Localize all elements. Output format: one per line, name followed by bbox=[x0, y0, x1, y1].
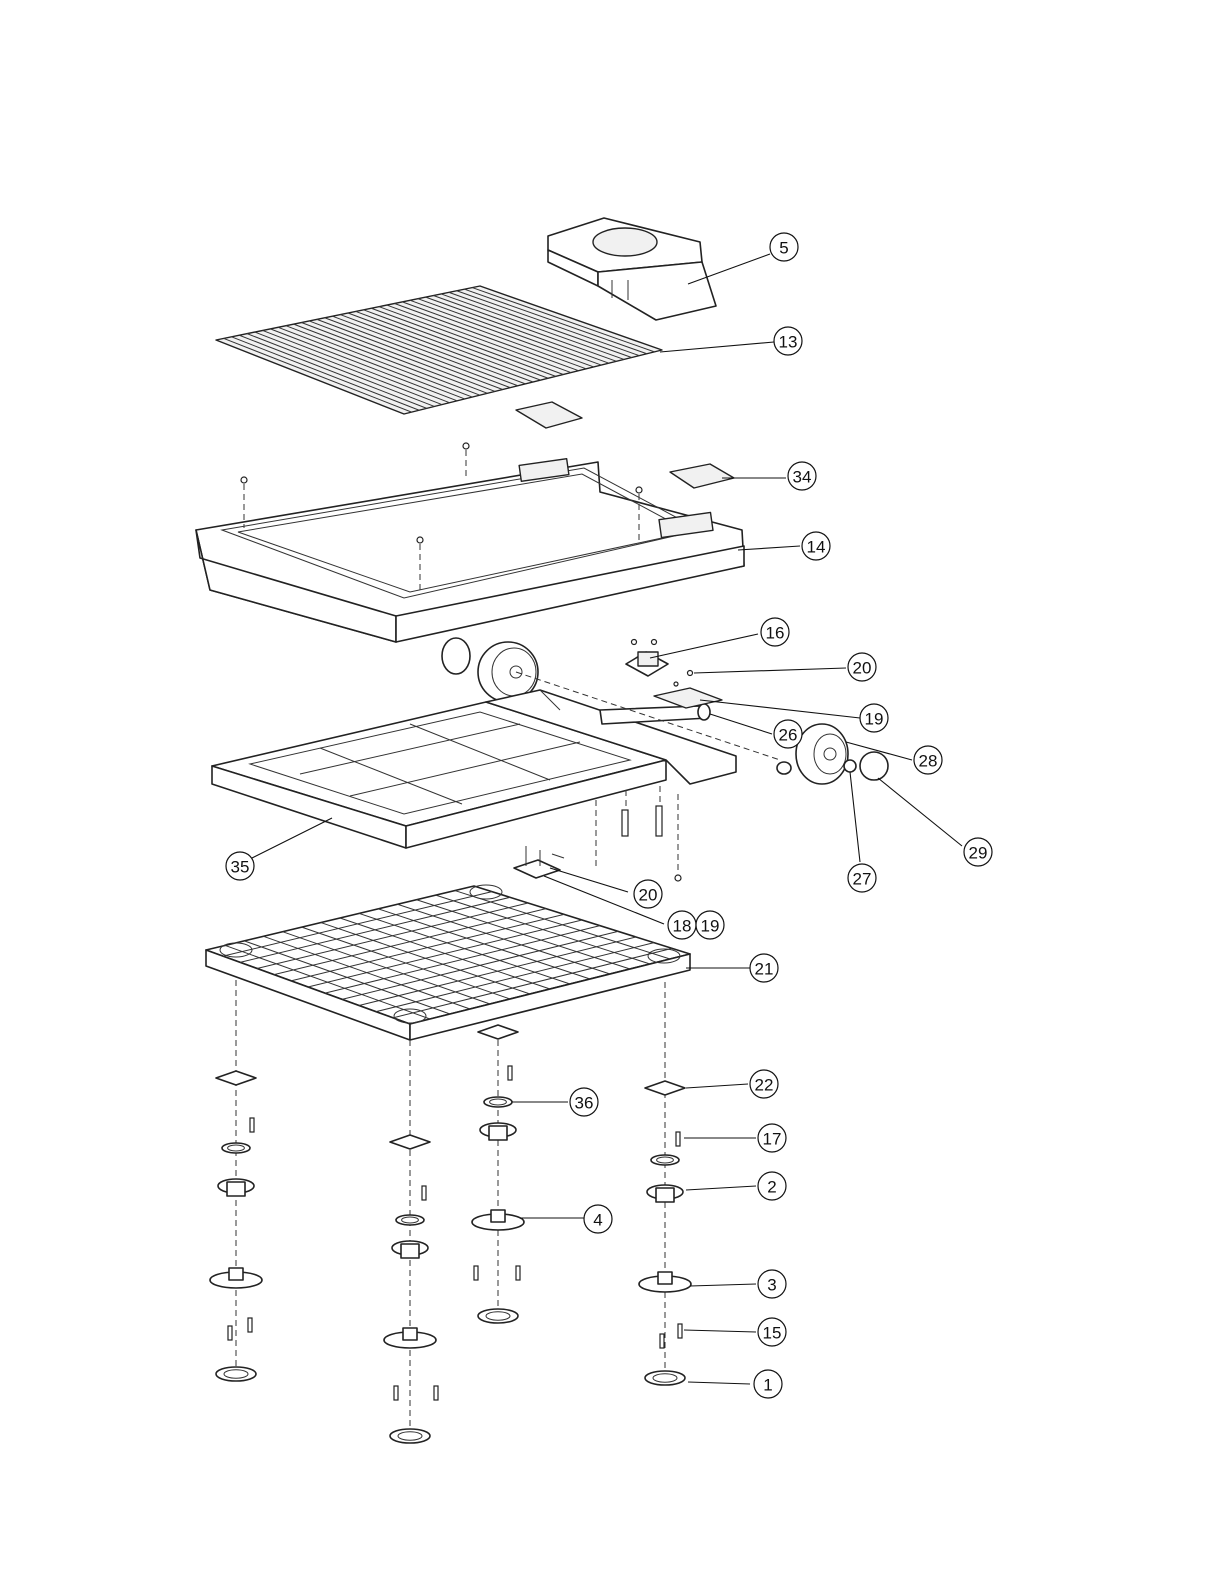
part-14-top-tray bbox=[196, 459, 744, 642]
callout-label: 13 bbox=[779, 333, 798, 352]
callout-label: 26 bbox=[779, 726, 798, 745]
callout-c28: 28 bbox=[914, 746, 942, 774]
callout-label: 27 bbox=[853, 870, 872, 889]
callout-label: 2 bbox=[767, 1178, 776, 1197]
part-5-top-cover bbox=[548, 218, 716, 320]
left-wheel bbox=[442, 638, 538, 702]
callout-label: 14 bbox=[807, 538, 826, 557]
callout-label: 35 bbox=[231, 858, 250, 877]
callout-label: 20 bbox=[853, 659, 872, 678]
callout-c18: 18 bbox=[668, 911, 696, 939]
callout-c20a: 20 bbox=[848, 653, 876, 681]
small-pad bbox=[516, 402, 582, 428]
callout-c2: 2 bbox=[758, 1172, 786, 1200]
callout-c13: 13 bbox=[774, 327, 802, 355]
callout-label: 34 bbox=[793, 468, 812, 487]
callout-c35: 35 bbox=[226, 852, 254, 880]
callout-c19b: 19 bbox=[696, 911, 724, 939]
callout-c19a: 19 bbox=[860, 704, 888, 732]
callout-label: 17 bbox=[763, 1130, 782, 1149]
callout-c5: 5 bbox=[770, 233, 798, 261]
callout-c21: 21 bbox=[750, 954, 778, 982]
callout-label: 29 bbox=[969, 844, 988, 863]
callout-c22: 22 bbox=[750, 1070, 778, 1098]
callout-label: 21 bbox=[755, 960, 774, 979]
callout-label: 36 bbox=[575, 1094, 594, 1113]
callout-label: 4 bbox=[593, 1211, 602, 1230]
callout-c16: 16 bbox=[761, 618, 789, 646]
callout-c14: 14 bbox=[802, 532, 830, 560]
callout-label: 19 bbox=[865, 710, 884, 729]
callout-c15: 15 bbox=[758, 1318, 786, 1346]
callout-c20b: 20 bbox=[634, 880, 662, 908]
part-34-pad bbox=[670, 464, 734, 488]
callout-label: 20 bbox=[639, 886, 658, 905]
callout-label: 5 bbox=[779, 239, 788, 258]
part-16-sensor bbox=[626, 640, 668, 677]
callout-c3: 3 bbox=[758, 1270, 786, 1298]
part-19-plate-top bbox=[654, 688, 722, 708]
frame-screws bbox=[596, 786, 681, 881]
callout-c17: 17 bbox=[758, 1124, 786, 1152]
callout-label: 22 bbox=[755, 1076, 774, 1095]
callout-c29: 29 bbox=[964, 838, 992, 866]
callout-label: 15 bbox=[763, 1324, 782, 1343]
callout-label: 19 bbox=[701, 917, 720, 936]
callout-c34: 34 bbox=[788, 462, 816, 490]
callout-c4: 4 bbox=[584, 1205, 612, 1233]
callout-c26: 26 bbox=[774, 720, 802, 748]
callout-c36: 36 bbox=[570, 1088, 598, 1116]
part-21-base-grid bbox=[206, 885, 690, 1040]
part-18-bracket bbox=[514, 846, 564, 878]
part-13-ribbed-mat bbox=[216, 286, 662, 414]
callout-label: 16 bbox=[766, 624, 785, 643]
part-20-screw-top bbox=[688, 671, 693, 676]
callout-c1: 1 bbox=[754, 1370, 782, 1398]
callout-label: 1 bbox=[763, 1376, 772, 1395]
callout-c27: 27 bbox=[848, 864, 876, 892]
callout-label: 18 bbox=[673, 917, 692, 936]
callout-label: 3 bbox=[767, 1276, 776, 1295]
callout-label: 28 bbox=[919, 752, 938, 771]
